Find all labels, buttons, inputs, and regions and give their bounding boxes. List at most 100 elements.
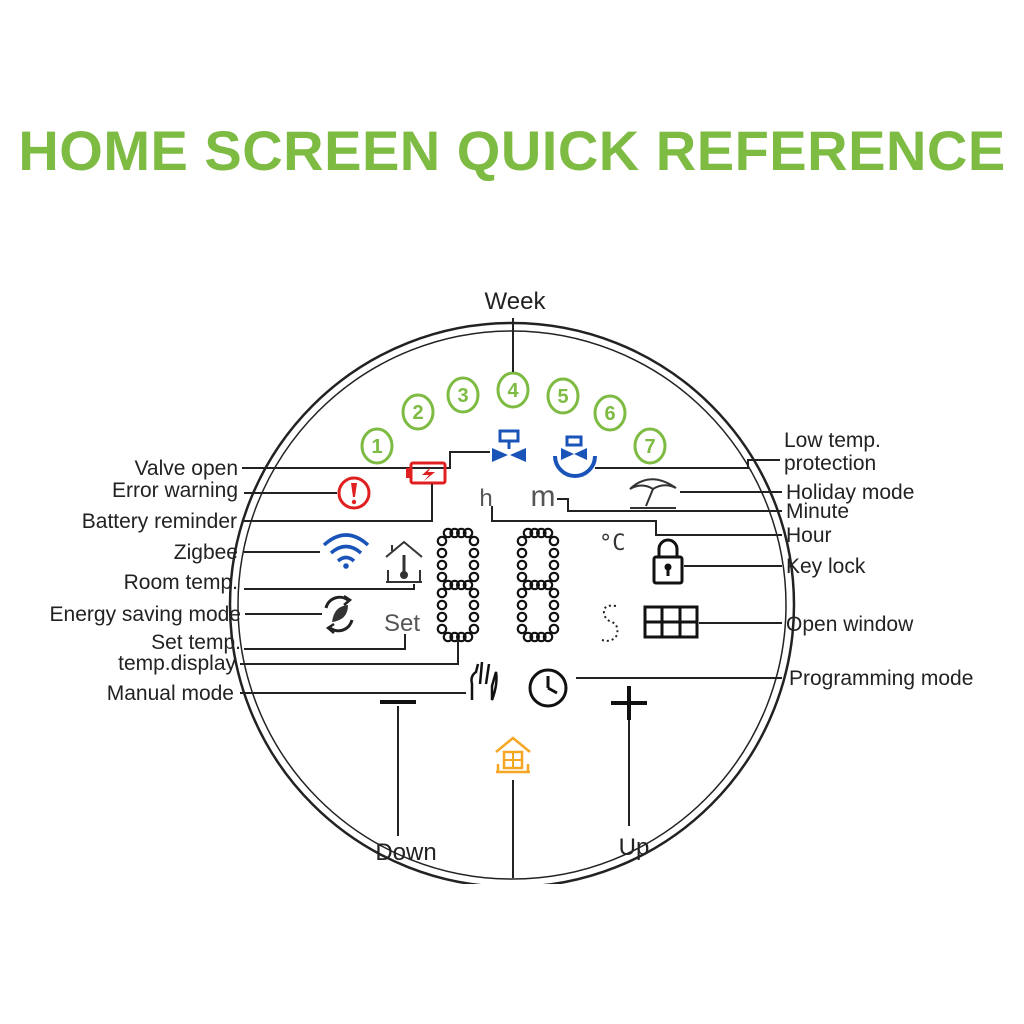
digit-dot	[449, 579, 460, 591]
digit-dot	[468, 547, 480, 559]
digit-dot	[468, 623, 480, 635]
battery-bolt-icon	[406, 461, 447, 485]
hour-glyph: h	[479, 485, 492, 512]
recycle-leaf-icon	[324, 594, 354, 634]
label-minute: Minute	[786, 500, 849, 523]
label-manual-mode: Manual mode	[107, 682, 234, 705]
digit-dot	[548, 571, 560, 583]
digit-dot	[462, 527, 474, 539]
svg-text:6: 6	[604, 403, 615, 425]
digit-dot	[468, 535, 480, 547]
digit-dot	[462, 579, 474, 591]
digit-dot	[548, 623, 560, 635]
svg-text:5: 5	[557, 386, 568, 408]
label-error-warning: Error warning	[112, 479, 238, 502]
day-3: 3	[446, 376, 480, 414]
digit-dot	[522, 631, 534, 643]
day-2: 2	[401, 393, 435, 431]
digit-dot	[436, 547, 448, 559]
label-temp-display: temp.display	[118, 652, 236, 675]
label-room-temp: Room temp.	[124, 571, 238, 594]
minus-icon[interactable]	[380, 700, 416, 704]
digit-dot	[516, 571, 528, 583]
digit-dot	[436, 535, 448, 547]
set-glyph: Set	[384, 610, 420, 637]
day-6: 6	[593, 394, 627, 432]
seconds-glyph	[601, 604, 619, 642]
digit-dot	[436, 623, 448, 635]
label-holiday-mode: Holiday mode	[786, 481, 914, 504]
svg-text:1: 1	[371, 436, 382, 458]
label-battery-reminder: Battery reminder	[82, 510, 237, 533]
digit-dot	[536, 631, 547, 643]
label-programming-mode: Programming mode	[789, 667, 973, 690]
digit-dot	[516, 535, 528, 547]
clock-icon	[528, 668, 568, 708]
digit-dot	[548, 547, 560, 559]
digit-dot	[449, 527, 460, 539]
digit-dot	[449, 631, 460, 643]
digit-dot	[548, 599, 560, 611]
digit-dot	[436, 559, 448, 571]
digit-dot	[529, 527, 540, 539]
label-zigbee: Zigbee	[174, 541, 238, 564]
digit-dot	[542, 631, 554, 643]
week-days: 1 2 3 4 5 6 7	[360, 371, 667, 465]
digit-dot	[548, 535, 560, 547]
digit-dot	[536, 579, 547, 591]
day-4: 4	[496, 371, 530, 409]
label-down: Down	[375, 839, 436, 866]
label-up: Up	[619, 834, 650, 861]
svg-text:7: 7	[644, 436, 655, 458]
digit-dot	[536, 527, 547, 539]
plus-icon[interactable]	[611, 686, 647, 720]
window-icon	[643, 605, 699, 639]
digit-dot	[436, 571, 448, 583]
house-thermometer-icon	[385, 540, 423, 583]
digit-dot	[542, 579, 554, 591]
digit-dot	[436, 587, 448, 599]
label-hour: Hour	[786, 524, 832, 547]
snow-valve-icon	[553, 435, 597, 478]
digit-dot	[529, 579, 540, 591]
digit-dot	[456, 631, 467, 643]
label-valve-open: Valve open	[134, 457, 238, 480]
digit-dot	[442, 631, 454, 643]
digit-dot	[522, 579, 534, 591]
beach-umbrella-icon	[629, 478, 677, 509]
label-key-lock: Key lock	[786, 555, 866, 578]
digit-dot	[516, 587, 528, 599]
digit-dot	[468, 559, 480, 571]
digit-dot	[529, 631, 540, 643]
digit-dot	[436, 611, 448, 623]
label-set-temp: Set temp.	[151, 631, 241, 654]
digit-dot	[522, 527, 534, 539]
digit-dot	[516, 547, 528, 559]
celsius-glyph: °C	[599, 531, 626, 556]
label-low-temp-2: protection	[784, 452, 876, 475]
digit-dot	[468, 599, 480, 611]
day-7: 7	[633, 427, 667, 465]
digit-dot	[548, 611, 560, 623]
day-1: 1	[360, 427, 394, 465]
padlock-icon	[652, 538, 684, 585]
label-low-temp-1: Low temp.	[784, 429, 881, 452]
label-open-window: Open window	[786, 613, 914, 636]
digit-dot	[462, 631, 474, 643]
digit-dot	[548, 559, 560, 571]
digit-dot	[516, 599, 528, 611]
svg-text:2: 2	[412, 402, 423, 424]
svg-text:3: 3	[457, 385, 468, 407]
digit-dot	[516, 623, 528, 635]
label-week: Week	[485, 288, 547, 315]
digit-dot	[436, 599, 448, 611]
digit-dot	[442, 527, 454, 539]
house-grid-icon[interactable]	[495, 736, 531, 774]
valve-icon	[492, 429, 526, 462]
digit-dot	[516, 559, 528, 571]
page-title: HOME SCREEN QUICK REFERENCE	[18, 119, 1006, 182]
day-5: 5	[546, 377, 580, 415]
wifi-icon	[322, 533, 370, 569]
digit-dot	[516, 611, 528, 623]
